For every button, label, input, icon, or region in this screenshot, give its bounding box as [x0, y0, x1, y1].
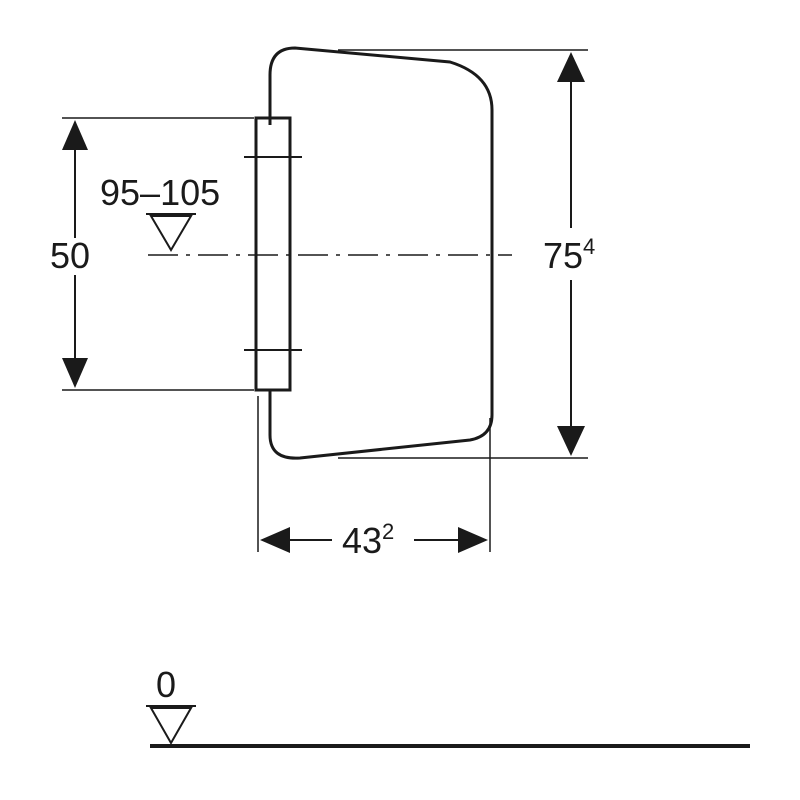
arrowhead-down-50 [62, 358, 88, 388]
arrowhead-down-75 [557, 426, 585, 456]
floor-triangle-icon [149, 707, 193, 746]
arrowhead-left-43 [260, 527, 290, 553]
depth-label: 432 [342, 519, 394, 561]
height-label-50: 50 [50, 235, 90, 276]
overall-height-label: 754 [543, 234, 595, 276]
arrowhead-up-75 [557, 52, 585, 82]
floor-label: 0 [156, 664, 176, 705]
arrowhead-up-50 [62, 120, 88, 150]
height-range-triangle-icon [149, 215, 193, 252]
fixture-outline [268, 46, 494, 460]
mounting-plate [254, 116, 292, 392]
arrowhead-right-43 [458, 527, 488, 553]
height-range-label: 95–105 [100, 172, 220, 213]
